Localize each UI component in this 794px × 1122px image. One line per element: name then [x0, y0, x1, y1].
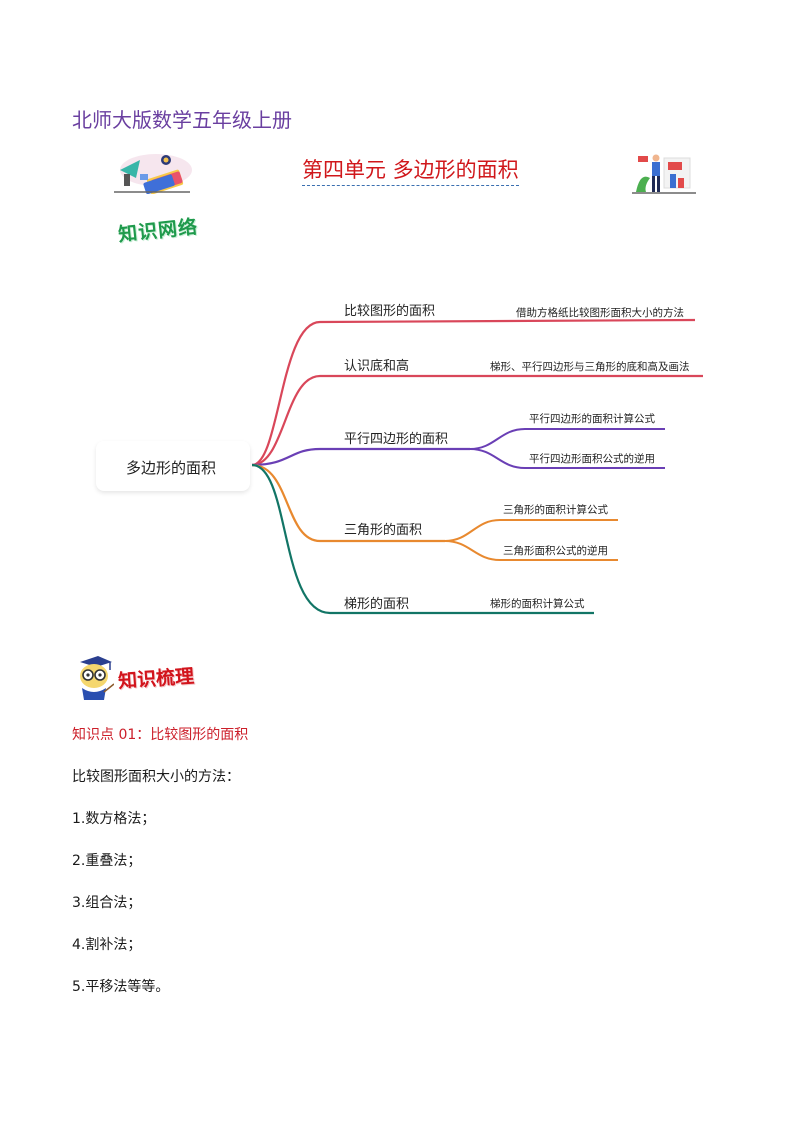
- knowledge-network-badge: 知识网络: [117, 215, 200, 247]
- leaf-label: 三角形的面积计算公式: [503, 504, 608, 516]
- leaf-label: 梯形、平行四边形与三角形的底和高及画法: [490, 361, 690, 373]
- method-item: 2.重叠法；: [72, 853, 142, 869]
- study-illustration-icon: [114, 154, 192, 194]
- knowledge-point-title: 知识点 01：比较图形的面积: [72, 727, 249, 743]
- branch-label-parallelogram: 平行四边形的面积: [344, 432, 449, 447]
- mindmap-root-node: [96, 441, 250, 491]
- method-item: 4.割补法；: [72, 937, 142, 953]
- branch-label-trapezoid: 梯形的面积: [344, 597, 410, 612]
- branch-label-base-height: 认识底和高: [344, 359, 410, 374]
- owl-mascot-icon: [80, 656, 114, 700]
- unit-title: 第四单元 多边形的面积: [302, 157, 519, 186]
- mindmap-connectors: [251, 318, 703, 615]
- method-item: 3.组合法；: [72, 895, 142, 911]
- leaf-label: 借助方格纸比较图形面积大小的方法: [516, 307, 684, 319]
- methods-intro: 比较图形面积大小的方法：: [72, 769, 240, 785]
- leaf-label: 平行四边形面积公式的逆用: [529, 453, 655, 465]
- branch-label-triangle: 三角形的面积: [344, 523, 423, 538]
- branch-line-trapezoid: [251, 463, 594, 615]
- method-item: 1.数方格法；: [72, 811, 156, 827]
- method-item: 5.平移法等等。: [72, 979, 170, 995]
- mindmap-root-label: 多边形的面积: [126, 459, 217, 477]
- branch-label-compare: 比较图形的面积: [344, 304, 436, 319]
- presentation-illustration-icon: [632, 154, 696, 194]
- leaf-label: 三角形面积公式的逆用: [503, 545, 608, 557]
- leaf-label: 平行四边形的面积计算公式: [529, 413, 655, 425]
- branch-line-compare: [251, 318, 696, 467]
- leaf-label: 梯形的面积计算公式: [490, 598, 585, 610]
- branch-line-triangle: [251, 463, 445, 543]
- branch-line-base-height: [251, 374, 703, 467]
- knowledge-sorting-badge: 知识梳理: [117, 665, 195, 693]
- series-title: 北师大版数学五年级上册: [72, 108, 292, 132]
- branch-line-parallelogram: [251, 447, 470, 467]
